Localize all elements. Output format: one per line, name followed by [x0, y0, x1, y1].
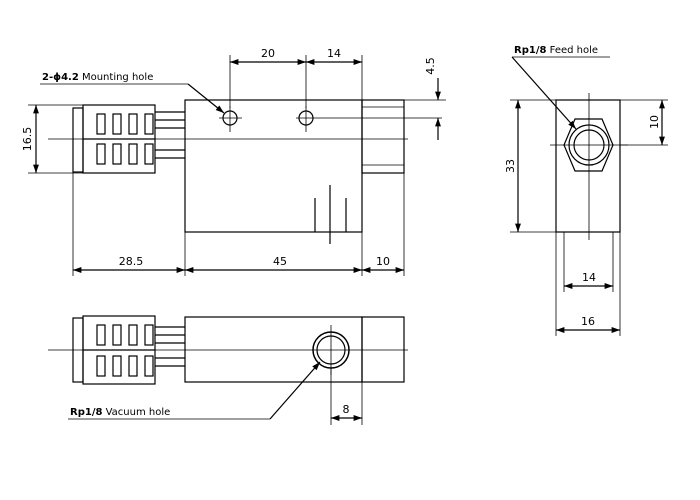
front-silencer-slots — [96, 113, 154, 165]
front-dimensions: 20 14 4.5 16.5 28.5 45 10 2-ϕ4.2 Mountin… — [21, 47, 446, 276]
side-body — [555, 99, 621, 233]
dim-8: 8 — [343, 403, 350, 416]
front-silencer-cap — [72, 107, 84, 173]
bottom-port-stub — [361, 316, 405, 383]
dim-16-5: 16.5 — [21, 127, 34, 152]
dim-28-5: 28.5 — [119, 255, 144, 268]
dim-10-bottom: 10 — [376, 255, 390, 268]
bottom-view: 8 Rp1/8 Vacuum hole — [48, 315, 408, 425]
dim-10-side: 10 — [648, 115, 661, 129]
mounting-hole-label: 2-ϕ4.2 Mounting hole — [42, 72, 153, 83]
dim-14-top: 14 — [327, 47, 341, 60]
bottom-main-body — [184, 316, 363, 383]
dim-20: 20 — [261, 47, 275, 60]
dim-45: 45 — [273, 255, 287, 268]
dim-33: 33 — [504, 159, 517, 173]
front-view — [48, 99, 442, 244]
front-main-body — [184, 99, 363, 233]
front-port-stub — [361, 99, 405, 174]
dim-4-5: 4.5 — [424, 57, 437, 75]
dim-14-side: 14 — [582, 271, 596, 284]
feed-hole-label: Rp1/8 Feed hole — [514, 45, 598, 56]
bottom-silencer-slots — [96, 324, 154, 377]
side-dimensions: 33 10 14 16 Rp1/8 Feed hole — [504, 45, 668, 336]
vacuum-hole-label: Rp1/8 Vacuum hole — [70, 407, 170, 418]
side-view — [550, 93, 628, 240]
dim-16-side: 16 — [581, 315, 595, 328]
